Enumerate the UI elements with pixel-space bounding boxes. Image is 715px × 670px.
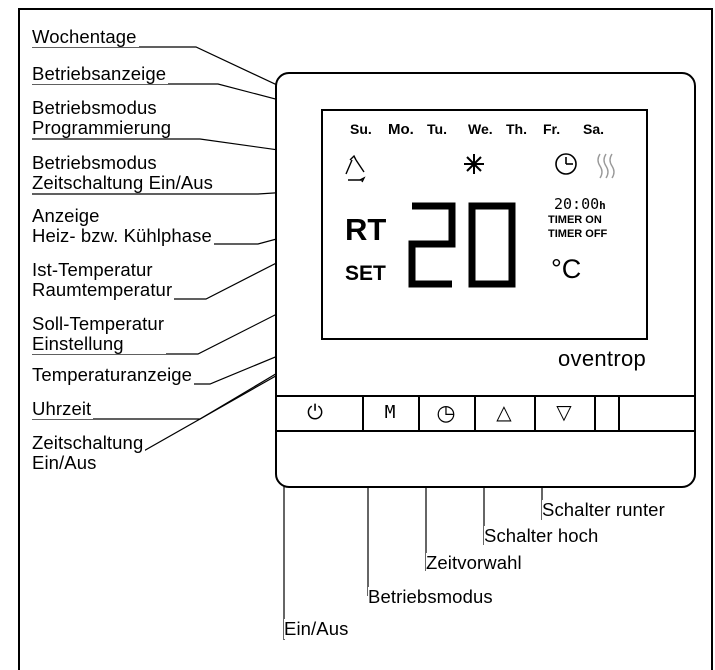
sun-icon [464, 154, 484, 174]
day-wednesday: We. [468, 121, 493, 137]
digit-0-shape [468, 202, 516, 288]
day-saturday: Sa. [583, 121, 605, 137]
clock-icon: ◷ [436, 400, 456, 425]
timer-on-label: TIMER ON [548, 214, 602, 226]
button-separator [594, 395, 596, 432]
day-thursday: Th. [506, 121, 527, 137]
unit-celsius: °C [551, 254, 582, 284]
time-suffix: h [599, 199, 606, 212]
diagram-frame [18, 8, 713, 670]
heat-waves-icon [597, 153, 615, 179]
time-value: 20:00 [554, 195, 600, 213]
up-triangle-icon: △ [496, 402, 512, 424]
label-betriebsanzeige: Betriebsanzeige [32, 63, 169, 84]
label-schalter-runter: Schalter runter [542, 499, 667, 520]
label-temperaturanzeige: Temperaturanzeige [32, 364, 195, 385]
thermostat-device [275, 72, 696, 488]
label-soll-temperatur: Soll-Temperatur Einstellung [32, 313, 167, 354]
rt-indicator: RT [345, 212, 387, 247]
label-line: Zeitschaltung Ein/Aus [32, 172, 214, 193]
lcd-screen [321, 109, 648, 340]
day-sunday: Su. [350, 121, 372, 137]
label-line: Heiz- bzw. Kühlphase [32, 225, 212, 246]
mode-m-icon: M [384, 402, 396, 423]
day-friday: Fr. [543, 121, 561, 137]
button-separator [474, 395, 476, 432]
button-separator [418, 395, 420, 432]
programming-icon [345, 154, 366, 183]
down-triangle-icon: ▽ [556, 402, 572, 424]
label-ein-aus: Ein/Aus [284, 618, 351, 639]
label-line: Betriebsmodus [32, 152, 157, 173]
label-ist-temperatur: Ist-Temperatur Raumtemperatur [32, 259, 175, 300]
button-separator [362, 395, 364, 432]
button-separator [534, 395, 536, 432]
label-line: Einstellung [32, 333, 124, 354]
power-icon: ⏻ [307, 402, 323, 424]
label-zeitvorwahl: Zeitvorwahl [426, 552, 524, 573]
lcd-icons [345, 153, 615, 183]
label-betriebsmodus-programmierung: Betriebsmodus Programmierung [32, 97, 174, 138]
day-monday: Mo. [388, 121, 414, 138]
label-line: Betriebsmodus [32, 97, 157, 118]
timer-clock-icon [555, 153, 577, 175]
label-line: Ein/Aus [32, 452, 97, 473]
label-line: Ist-Temperatur [32, 259, 153, 280]
label-line: Zeitschaltung [32, 432, 144, 453]
up-button[interactable]: △ [490, 401, 518, 425]
label-line: Raumtemperatur [32, 279, 173, 300]
label-line: Anzeige [32, 205, 100, 226]
label-schalter-hoch: Schalter hoch [484, 525, 601, 546]
label-anzeige: Anzeige Heiz- bzw. Kühlphase [32, 206, 214, 246]
mode-button[interactable]: M [376, 401, 404, 425]
down-button[interactable]: ▽ [550, 401, 578, 425]
label-zeitschaltung: Zeitschaltung Ein/Aus [32, 432, 146, 473]
temperature-display [408, 202, 516, 288]
label-line: Programmierung [32, 117, 172, 138]
day-tuesday: Tu. [427, 121, 447, 137]
label-betriebsmodus: Betriebsmodus [368, 586, 495, 607]
time-readout: 20:00h [554, 195, 606, 213]
label-wochentage: Wochentage [32, 26, 139, 47]
power-button[interactable]: ⏻ [300, 401, 330, 425]
timer-off-label: TIMER OFF [548, 228, 608, 240]
digit-2-shape [408, 202, 456, 288]
brand-logo-text: oventrop [558, 346, 647, 371]
label-line: Soll-Temperatur [32, 313, 165, 334]
label-betriebsmodus-zeitschaltung: Betriebsmodus Zeitschaltung Ein/Aus [32, 152, 216, 193]
label-uhrzeit: Uhrzeit [32, 398, 94, 419]
button-separator [618, 395, 620, 432]
button-row [276, 395, 694, 432]
set-indicator: SET [345, 262, 386, 285]
time-preselect-button[interactable]: ◷ [432, 401, 460, 425]
